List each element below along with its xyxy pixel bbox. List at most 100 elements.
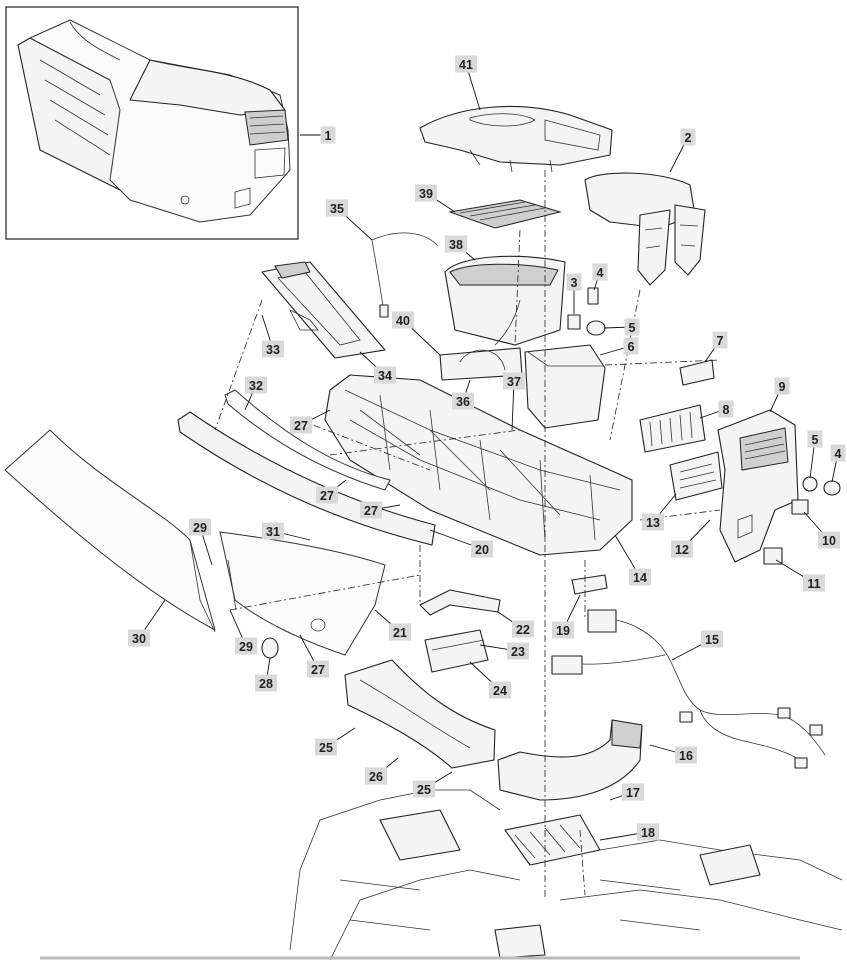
callout-box xyxy=(389,623,411,641)
callout-number: 4 xyxy=(835,447,842,461)
callout-number: 1 xyxy=(325,129,332,143)
callout-c17: 17 xyxy=(622,783,644,801)
callout-c9: 9 xyxy=(774,377,790,395)
callout-box xyxy=(452,392,474,410)
callout-box xyxy=(818,531,840,549)
callout-c27b: 27 xyxy=(316,486,338,504)
callout-box xyxy=(455,55,477,73)
callout-c2: 2 xyxy=(680,128,696,146)
callout-number: 6 xyxy=(628,340,635,354)
callout-c24: 24 xyxy=(489,681,511,699)
callout-c29b: 29 xyxy=(235,637,257,655)
callout-box xyxy=(642,513,664,531)
assembly-lines xyxy=(214,170,721,900)
callout-box xyxy=(623,337,639,355)
callout-c34: 34 xyxy=(374,366,396,384)
callout-box xyxy=(360,501,382,519)
callout-number: 8 xyxy=(723,403,730,417)
callout-number: 11 xyxy=(807,577,820,591)
callout-box xyxy=(326,199,348,217)
callout-c21: 21 xyxy=(389,623,411,641)
callout-number: 20 xyxy=(475,543,489,557)
callout-number: 5 xyxy=(812,433,819,447)
callout-box xyxy=(262,340,284,358)
callout-c23: 23 xyxy=(507,642,529,660)
callout-box xyxy=(445,235,467,253)
callout-c31: 31 xyxy=(262,522,284,540)
callout-box xyxy=(624,318,640,336)
mounting-bracket xyxy=(419,589,501,673)
callout-box xyxy=(629,568,651,586)
callout-number: 29 xyxy=(239,640,253,654)
callout-number: 17 xyxy=(626,786,640,800)
callout-number: 36 xyxy=(456,395,470,409)
callout-box xyxy=(512,620,534,638)
callout-c39: 39 xyxy=(415,184,437,202)
callout-box xyxy=(503,372,525,390)
callout-box xyxy=(316,486,338,504)
callout-c3: 3 xyxy=(566,273,582,291)
callout-box xyxy=(392,311,414,329)
callout-number: 27 xyxy=(294,419,308,433)
callout-box xyxy=(671,540,693,558)
callout-number: 27 xyxy=(320,489,334,503)
left-closeout-panel xyxy=(219,531,386,656)
callout-c16: 16 xyxy=(675,746,697,764)
callout-c28: 28 xyxy=(255,674,277,692)
callout-number: 29 xyxy=(193,521,207,535)
callout-number: 3 xyxy=(571,276,578,290)
callout-box xyxy=(803,574,825,592)
wiring-clip xyxy=(571,574,608,595)
callout-number: 34 xyxy=(378,369,392,383)
callout-number: 27 xyxy=(311,663,325,677)
callout-box xyxy=(552,621,574,639)
callout-c26: 26 xyxy=(365,767,387,785)
callout-number: 37 xyxy=(507,375,521,389)
callout-number: 12 xyxy=(675,543,689,557)
callout-c15: 15 xyxy=(701,630,723,648)
callout-c27c: 27 xyxy=(360,501,382,519)
callout-c8: 8 xyxy=(718,400,734,418)
callout-c7: 7 xyxy=(712,331,728,349)
callout-number: 30 xyxy=(132,632,146,646)
console-top-bezel xyxy=(419,105,613,173)
callout-box xyxy=(637,823,659,841)
armrest-lid xyxy=(584,172,706,286)
right-air-duct xyxy=(497,719,643,801)
callout-number: 4 xyxy=(597,266,604,280)
rear-vent-module xyxy=(669,451,723,501)
callout-c5a: 5 xyxy=(624,318,640,336)
storage-bin xyxy=(444,255,566,346)
callout-c25a: 25 xyxy=(315,738,337,756)
callout-box xyxy=(189,518,211,536)
callout-box xyxy=(255,674,277,692)
callout-number: 19 xyxy=(556,624,570,638)
callout-c1: 1 xyxy=(320,126,336,144)
hole-plug xyxy=(261,637,279,659)
callout-c6: 6 xyxy=(623,337,639,355)
callout-c11: 11 xyxy=(803,574,825,592)
callout-number: 40 xyxy=(396,314,410,328)
console-base-frame xyxy=(324,374,633,556)
callout-box xyxy=(566,273,582,291)
callout-number: 31 xyxy=(266,525,280,539)
callout-box xyxy=(374,366,396,384)
callout-box xyxy=(701,630,723,648)
callout-number: 5 xyxy=(629,321,636,335)
callout-box xyxy=(365,767,387,785)
callout-box xyxy=(245,376,267,394)
callout-number: 15 xyxy=(705,633,719,647)
callout-box xyxy=(622,783,644,801)
callout-number: 21 xyxy=(393,626,407,640)
callout-number: 2 xyxy=(685,131,692,145)
callout-c22: 22 xyxy=(512,620,534,638)
floor-pan xyxy=(289,789,843,960)
callout-c35: 35 xyxy=(326,199,348,217)
callout-box xyxy=(128,629,150,647)
callout-c36: 36 xyxy=(452,392,474,410)
callout-c32: 32 xyxy=(245,376,267,394)
callout-box xyxy=(415,184,437,202)
callout-number: 22 xyxy=(516,623,530,637)
